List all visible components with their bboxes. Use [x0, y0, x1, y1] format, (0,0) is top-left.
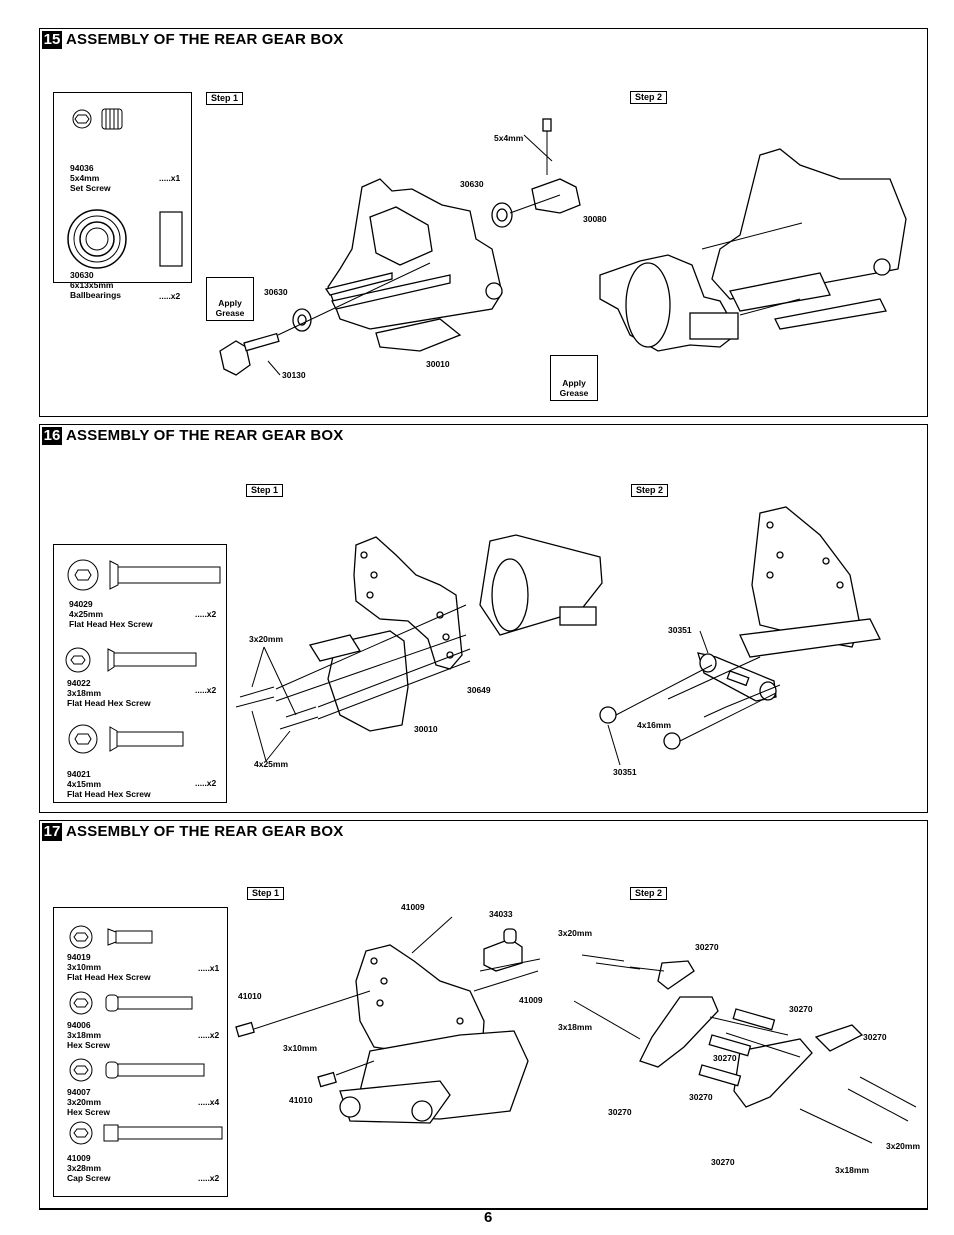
label-30630-left: 30630 [264, 287, 288, 297]
label-30270-a: 30270 [695, 942, 719, 952]
part-size: 3x10mm [67, 962, 102, 972]
part-qty: .....x2 [195, 609, 217, 619]
part-name: Flat Head Hex Screw [67, 789, 151, 799]
label-5x4mm: 5x4mm [494, 133, 524, 143]
part-name: Set Screw [70, 183, 111, 193]
part-size: 3x28mm [67, 1163, 102, 1173]
part-name: Flat Head Hex Screw [69, 619, 153, 629]
label-30080: 30080 [583, 214, 607, 224]
part-qty: .....x2 [159, 291, 181, 301]
section-title: ASSEMBLY OF THE REAR GEAR BOX [66, 31, 344, 48]
label-30649: 30649 [467, 685, 491, 695]
part-qty: .....x1 [198, 963, 220, 973]
part-code: 94019 [67, 952, 91, 962]
label-3x18mm-left: 3x18mm [558, 1022, 593, 1032]
label-30270-g: 30270 [711, 1157, 735, 1167]
label-41009-top: 41009 [401, 902, 425, 912]
part-size: 4x25mm [69, 609, 104, 619]
part-qty: .....x2 [198, 1030, 220, 1040]
part-size: 3x20mm [67, 1097, 102, 1107]
grease-line1: Apply [562, 378, 586, 388]
gearbox-diagram [235, 916, 917, 1144]
part-code: 94007 [67, 1087, 91, 1097]
label-30351-bottom: 30351 [613, 767, 637, 777]
part-name: Flat Head Hex Screw [67, 698, 151, 708]
section-15: 15 ASSEMBLY OF THE REAR GEAR BOX Step 1 … [39, 28, 928, 417]
section-number: 16 [42, 427, 62, 445]
apply-grease-note: Apply Grease [206, 277, 254, 321]
parts-list: 94029 4x25mm Flat Head Hex Screw .....x2… [53, 544, 227, 803]
label-3x10mm: 3x10mm [283, 1043, 318, 1053]
section-number: 17 [42, 823, 62, 841]
step-1-label: Step 1 [246, 484, 284, 497]
grease-line2: Grease [215, 308, 245, 318]
part-code: 94029 [69, 599, 93, 609]
part-size: 3x18mm [67, 688, 102, 698]
parts-list: 94036 5x4mm Set Screw .....x1 30630 6x13… [53, 92, 192, 301]
step-2-label: Step 2 [630, 887, 668, 900]
part-size: 6x13x5mm [70, 280, 114, 290]
label-4x25mm: 4x25mm [254, 759, 289, 769]
part-name: Flat Head Hex Screw [67, 972, 151, 982]
part-name: Hex Screw [67, 1107, 110, 1117]
grease-line2: Grease [559, 388, 589, 398]
part-name: Ballbearings [70, 290, 122, 300]
page-number: 6 [484, 1209, 493, 1226]
ballbearing-icon [67, 209, 183, 269]
part-qty: .....x4 [198, 1097, 220, 1107]
label-30270-c: 30270 [863, 1032, 887, 1042]
label-30351-top: 30351 [668, 625, 692, 635]
gearbox-diagram [219, 118, 907, 376]
gearbox-diagram [235, 506, 881, 766]
label-30630-top: 30630 [460, 179, 484, 189]
part-name: Hex Screw [67, 1040, 110, 1050]
part-code: 94021 [67, 769, 91, 779]
part-code: 94006 [67, 1020, 91, 1030]
screw-icons [69, 925, 223, 1145]
step-1-label: Step 1 [206, 92, 244, 105]
part-qty: .....x1 [159, 173, 181, 183]
section-number: 15 [42, 31, 62, 49]
label-41010-left: 41010 [238, 991, 262, 1001]
apply-grease-note: Apply Grease [550, 355, 598, 401]
part-code: 94036 [70, 163, 94, 173]
label-3x20mm: 3x20mm [249, 634, 284, 644]
flat-head-screw-icon [65, 559, 221, 754]
label-30270-e: 30270 [689, 1092, 713, 1102]
step-2-label: Step 2 [630, 91, 668, 104]
part-qty: .....x2 [195, 685, 217, 695]
section-title: ASSEMBLY OF THE REAR GEAR BOX [66, 427, 344, 444]
page-bottom-rule [39, 1208, 928, 1210]
part-code: 30630 [70, 270, 94, 280]
label-30270-b: 30270 [789, 1004, 813, 1014]
label-30130: 30130 [282, 370, 306, 380]
section-17: 17 ASSEMBLY OF THE REAR GEAR BOX Step 1 … [39, 820, 928, 1209]
part-size: 5x4mm [70, 173, 100, 183]
label-30010: 30010 [426, 359, 450, 369]
part-name: Cap Screw [67, 1173, 111, 1183]
label-41009-right: 41009 [519, 995, 543, 1005]
label-30010: 30010 [414, 724, 438, 734]
set-screw-icon [72, 108, 123, 130]
part-qty: .....x2 [198, 1173, 220, 1183]
label-3x20mm-top: 3x20mm [558, 928, 593, 938]
part-size: 3x18mm [67, 1030, 102, 1040]
label-34033: 34033 [489, 909, 513, 919]
parts-list: 94019 3x10mm Flat Head Hex Screw .....x1… [53, 907, 228, 1197]
label-4x16mm: 4x16mm [637, 720, 672, 730]
part-code: 94022 [67, 678, 91, 688]
section-title: ASSEMBLY OF THE REAR GEAR BOX [66, 823, 344, 840]
label-30270-f: 30270 [608, 1107, 632, 1117]
part-qty: .....x2 [195, 778, 217, 788]
label-3x20mm-right: 3x20mm [886, 1141, 921, 1151]
label-41010-bottom: 41010 [289, 1095, 313, 1105]
part-code: 41009 [67, 1153, 91, 1163]
step-1-label: Step 1 [247, 887, 285, 900]
label-30270-d: 30270 [713, 1053, 737, 1063]
section-16: 16 ASSEMBLY OF THE REAR GEAR BOX Step 1 … [39, 424, 928, 813]
part-size: 4x15mm [67, 779, 102, 789]
grease-line1: Apply [218, 298, 242, 308]
label-3x18mm-bottom: 3x18mm [835, 1165, 870, 1175]
step-2-label: Step 2 [631, 484, 669, 497]
